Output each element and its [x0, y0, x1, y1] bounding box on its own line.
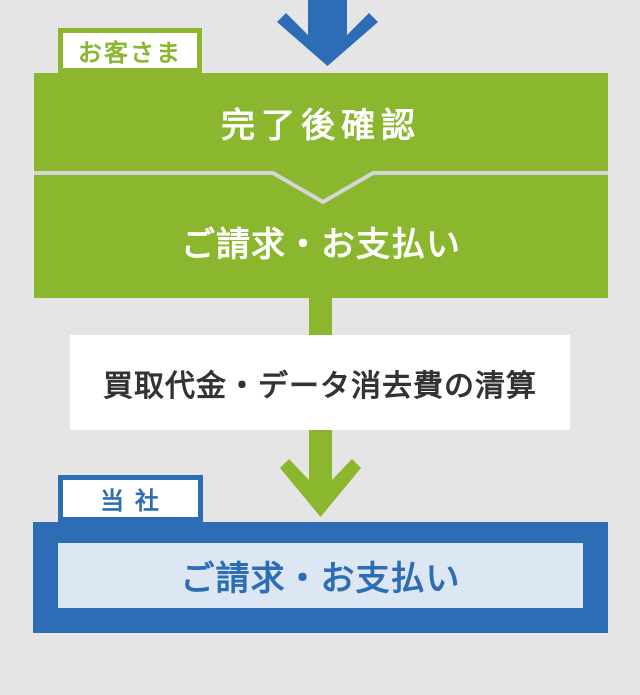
settlement-note: 買取代金・データ消去費の清算: [70, 335, 570, 430]
step-after-completion-check: 完了後確認: [221, 106, 421, 145]
customer-tag: お客さま: [58, 28, 202, 73]
step-billing-payment-customer: ご請求・お支払い: [181, 226, 461, 264]
down-arrow-blue-icon: [277, 0, 378, 66]
step-billing-payment-company: ご請求・お支払い: [58, 543, 583, 608]
company-tag: 当 社: [58, 475, 203, 522]
